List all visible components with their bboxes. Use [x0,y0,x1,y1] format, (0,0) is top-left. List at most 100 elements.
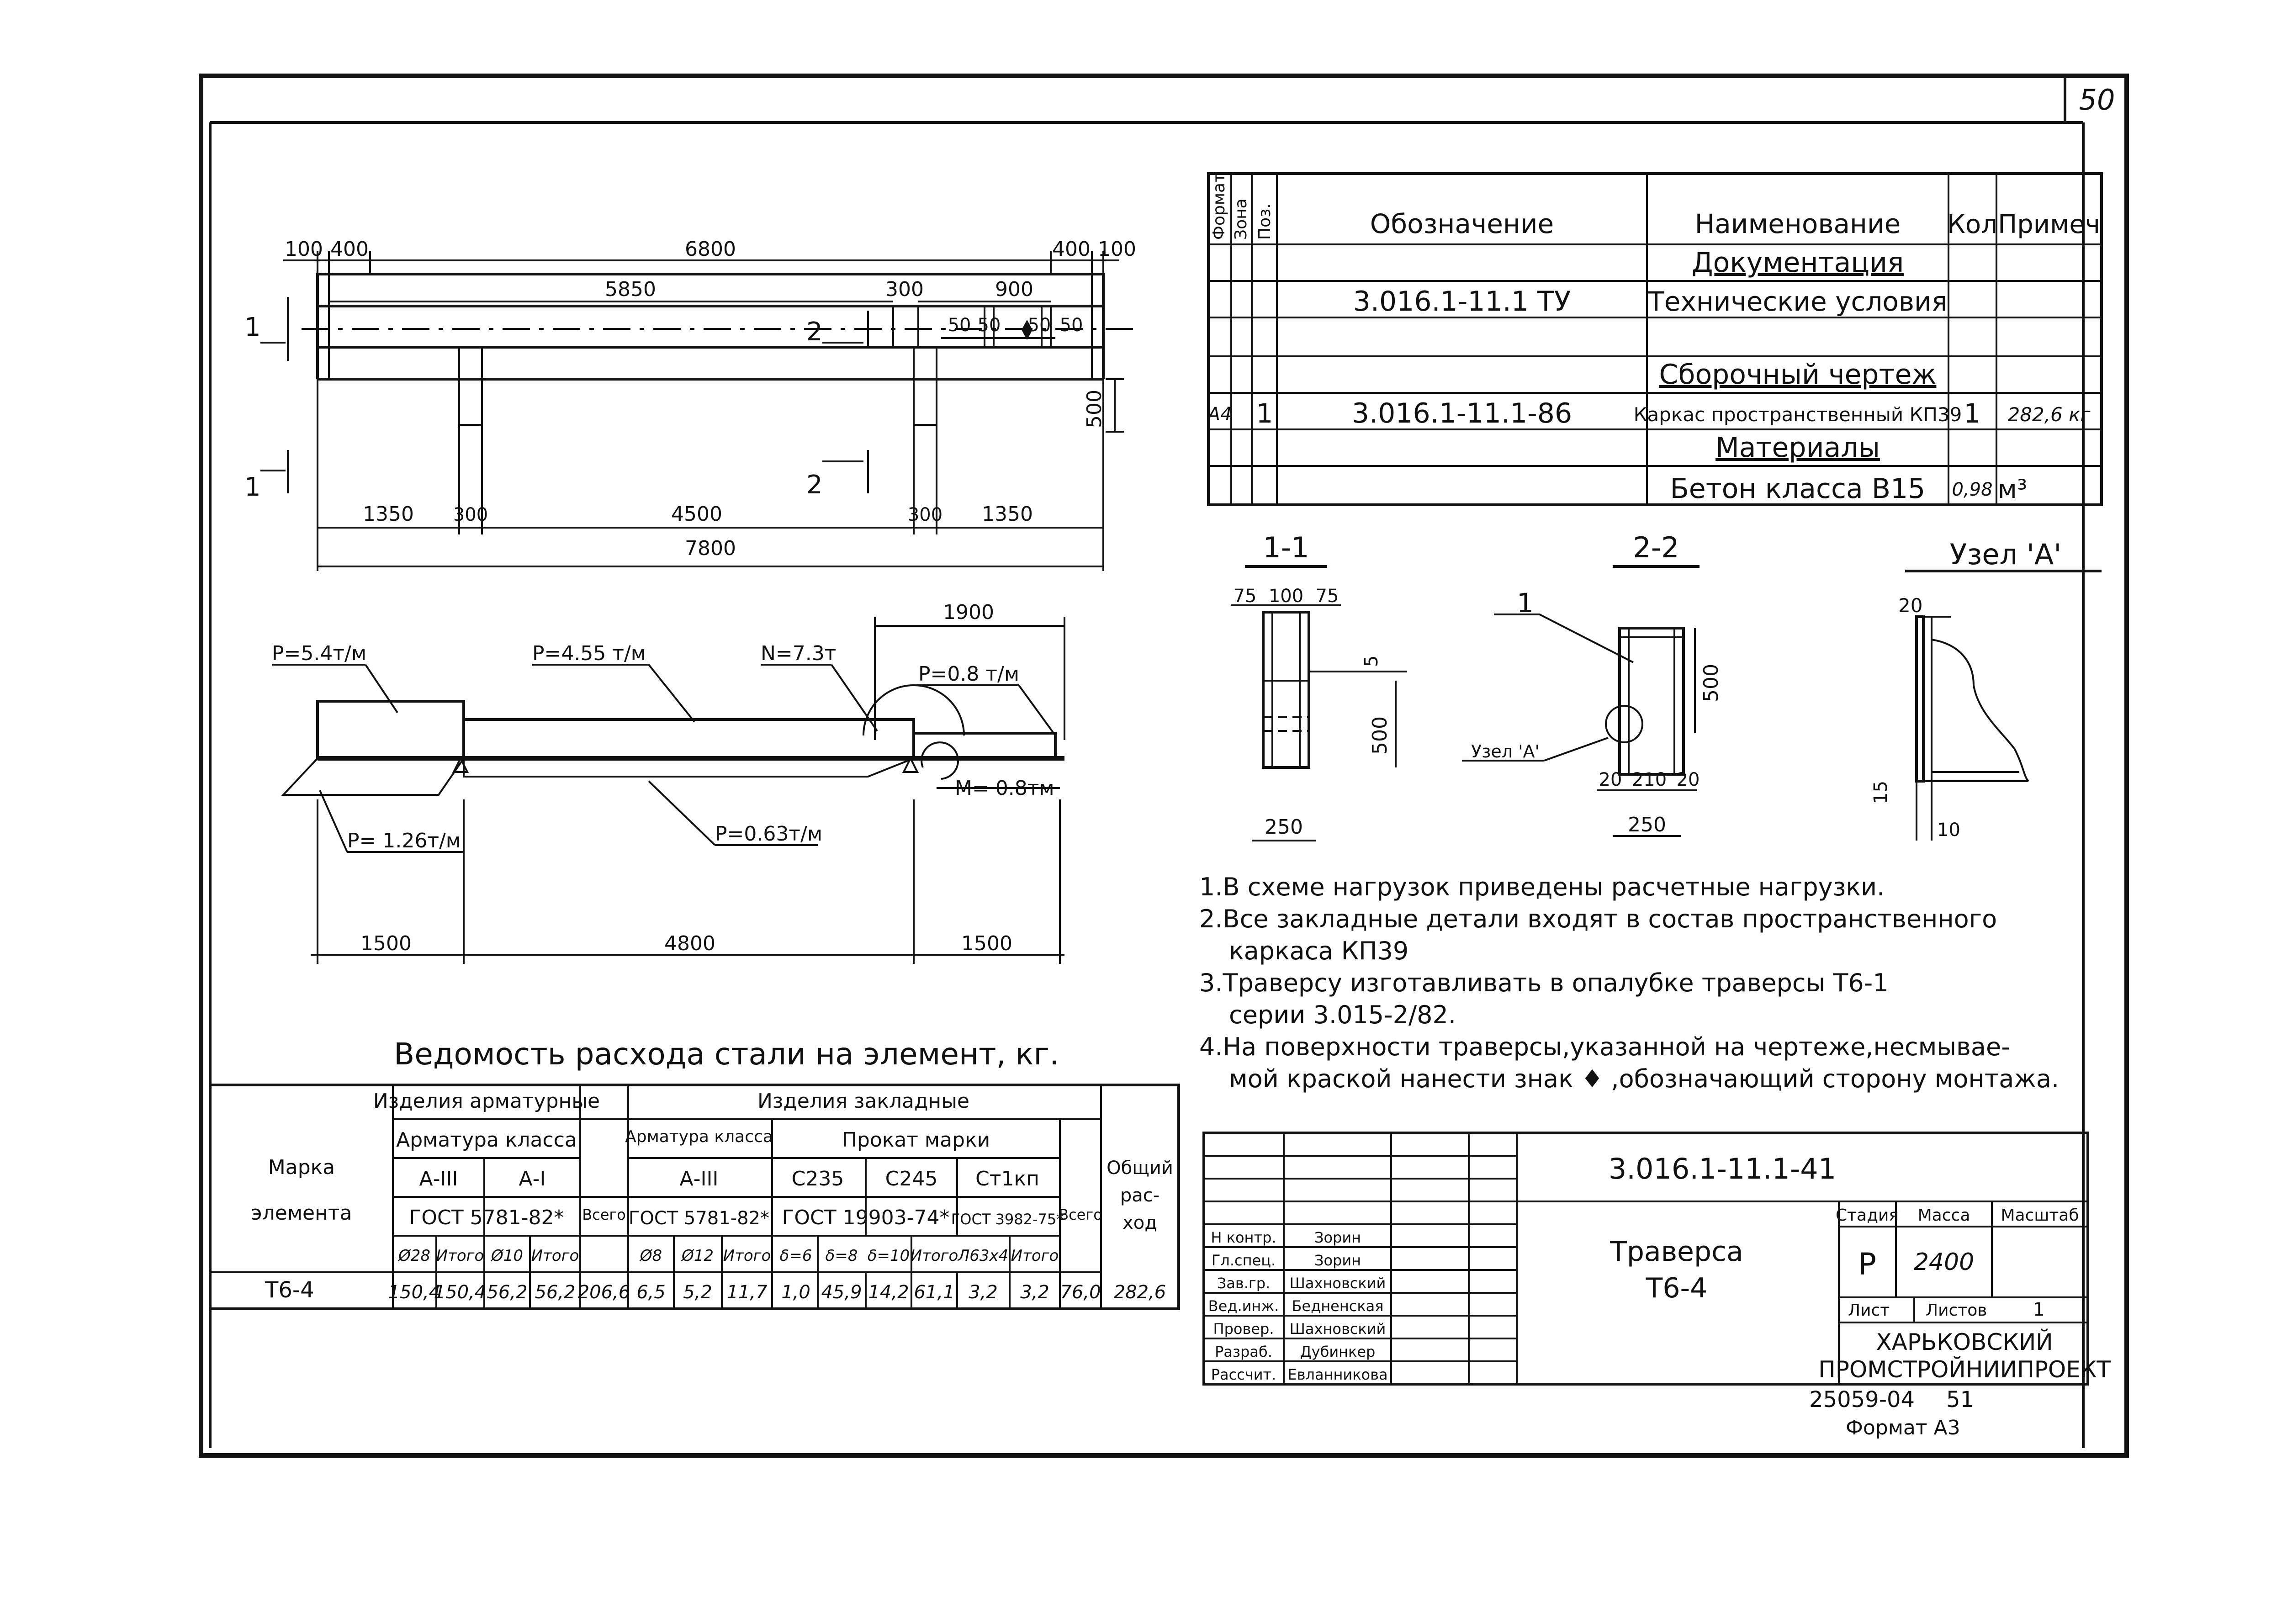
dim-4500: 4500 [671,503,722,526]
steel-sub-3: Прокат марки [842,1128,990,1152]
steel-sub-1: Арматура класса [396,1128,577,1152]
tb-signer-name: Шахновский [1290,1320,1386,1338]
steel-col-header: Итого [531,1247,579,1265]
steel-value-cell: 61,1 [914,1282,954,1303]
load-p2: P=4.55 т/м [532,642,646,665]
tb-stage: Р [1858,1247,1876,1282]
steel-cls-a1: А-I [519,1167,546,1190]
spec-row-4-designation: 3.016.1-11.1-86 [1352,397,1572,429]
note-1: 1.В схеме нагрузок приведены расчетные н… [1199,873,1885,901]
spec-row-1-designation: 3.016.1-11.1 ТУ [1353,286,1571,317]
spec-row-5-name: Материалы [1715,432,1880,464]
tb-role: Зав.гр. [1217,1275,1270,1292]
steel-col-header: Ø28 [397,1247,430,1265]
steel-value-cell: 11,7 [726,1282,768,1303]
sheet-code-bottom: 25059-04 [1809,1387,1915,1412]
moment-m: M= 0.8тм [955,777,1054,800]
note-2-cont: каркаса КП39 [1229,936,1408,965]
steel-cls-a3: А-III [419,1167,458,1190]
tb-stage-h: Стадия [1836,1206,1899,1225]
spec-header-note: Примеч [1998,210,2100,239]
steel-value-cell: 45,9 [821,1282,862,1303]
spec-row-4-format: А4 [1207,404,1232,425]
s22-leader-1: 1 [1517,587,1534,619]
dim-100-right: 100 [1098,238,1136,261]
dim-6800: 6800 [685,238,736,261]
dim-400-right: 400 [1052,238,1091,261]
s22-dim-20-right: 20 [1677,769,1700,790]
tb-signer-name: Евланникова [1287,1366,1387,1383]
s11-dim-500: 500 [1368,716,1392,755]
spec-header-format: Формат [1210,173,1228,240]
dim-7800: 7800 [685,537,736,560]
steel-value-cell: 56,2 [487,1282,527,1303]
tb-name-1: Траверса [1610,1236,1743,1268]
dim-300-left: 300 [453,504,488,525]
section-1-1-title: 1-1 [1263,531,1309,564]
steel-total-h1: Общий [1107,1158,1173,1179]
steel-col-header: δ=6 [780,1247,812,1265]
steel-col-header: Ø8 [639,1247,662,1265]
dim-1500-right: 1500 [961,932,1012,955]
steel-vsego-1: Всего [582,1206,626,1223]
spec-row-6-qty: 0,98 [1952,479,1992,500]
load-p3: P=0.8 т/м [918,662,1019,686]
steel-value-cell: 3,2 [969,1282,998,1303]
section-1-bottom: 1 [244,472,261,502]
steel-value-cell: 150,4 [434,1282,487,1303]
steel-group-1: Изделия арматурные [373,1090,600,1113]
tb-role: Н контр. [1211,1229,1276,1246]
tb-mass-h: Масса [1918,1206,1970,1225]
note-3: 3.Траверсу изготавливать в опалубке трав… [1199,968,1889,997]
steel-gost-4: ГОСТ 3982-75* [951,1211,1064,1228]
steel-value-cell: 14,2 [868,1282,909,1303]
steel-mark-h1: Марка [268,1156,335,1179]
steel-value-cell: 1,0 [781,1282,810,1303]
dim-500-side: 500 [1083,390,1106,428]
section-1-top: 1 [244,312,261,342]
tb-role: Разраб. [1215,1343,1272,1360]
steel-gost-1: ГОСТ 5781-82* [409,1206,564,1229]
tb-signer-name: Дубинкер [1300,1343,1376,1360]
tb-name-2: Т6-4 [1646,1272,1708,1304]
tb-mass: 2400 [1914,1248,1974,1276]
steel-col-header: δ=8 [826,1247,858,1265]
spec-header-designation: Обозначение [1370,208,1554,239]
steel-col-header: Итого [436,1247,484,1265]
load-scheme: P=5.4т/м P=4.55 т/м N=7.3т P=0.8 т/м 190… [272,601,1065,964]
node-a-dim-20: 20 [1898,594,1922,617]
dim-400-left: 400 [330,238,369,261]
sheet-format: Формат А3 [1846,1416,1960,1439]
spec-header-zone: Зона [1232,198,1250,240]
page-number: 50 [2079,83,2115,116]
spec-header-name: Наименование [1695,208,1901,239]
spec-row-6-note: м³ [1998,475,2028,504]
tb-org-2: ПРОМСТРОЙНИИПРОЕКТ [1818,1356,2111,1383]
note-4-cont: мой краской нанести знак ♦ ,обозначающий… [1229,1064,2059,1093]
spec-row-6-name: Бетон класса В15 [1670,473,1926,505]
s22-dim-20-left: 20 [1599,769,1622,790]
spec-header-pos: Поз. [1255,203,1274,240]
steel-value-cell: 76,0 [1060,1282,1101,1303]
spec-header-qty: Кол [1947,210,1997,239]
dim-50-b: 50 [978,315,1001,336]
steel-col-header: Ø10 [490,1247,523,1265]
spec-row-4-qty: 1 [1964,398,1981,429]
sheet-code-bottom-num: 51 [1946,1387,1974,1412]
steel-col-header: Итого [911,1247,958,1265]
steel-value-cell: 150,4 [388,1282,441,1303]
tb-role: Рассчит. [1211,1366,1276,1383]
tb-scale-h: Масштаб [2001,1206,2079,1225]
steel-col-header: Л63х4 [957,1247,1009,1265]
steel-total-h2: рас- [1120,1185,1160,1206]
dim-4800: 4800 [664,932,715,955]
steel-mark-h2: элемента [251,1201,352,1225]
tb-org-1: ХАРЬКОВСКИЙ [1876,1328,2053,1355]
steel-value-cell: 3,2 [1020,1282,1049,1303]
s22-node-label: Узел 'А' [1471,741,1540,762]
steel-col-header: Ø12 [681,1247,714,1265]
tb-signer-name: Зорин [1314,1229,1361,1246]
sheet-frame: 50 [199,74,2129,1458]
